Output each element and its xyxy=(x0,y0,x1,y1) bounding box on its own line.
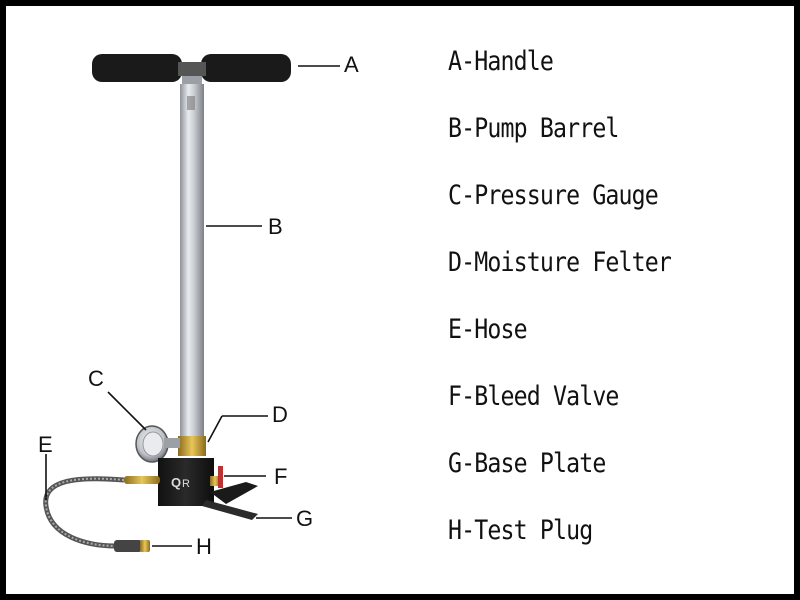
legend-item-test-plug: H-Test Plug xyxy=(448,515,593,546)
diagram-frame: Q R xyxy=(6,6,794,594)
legend-item-pump-barrel: B-Pump Barrel xyxy=(448,113,619,144)
pump-barrel xyxy=(178,84,206,456)
legend-item-bleed-valve: F-Bleed Valve xyxy=(448,381,619,412)
callout-d: D xyxy=(272,402,288,427)
parts-legend: A-Handle B-Pump Barrel C-Pressure Gauge … xyxy=(448,46,707,582)
callout-f: F xyxy=(274,464,287,489)
bleed-valve xyxy=(210,466,223,488)
leader-lines xyxy=(45,65,340,547)
callout-a: A xyxy=(344,52,359,77)
callout-e: E xyxy=(38,432,53,457)
legend-item-pressure-gauge: C-Pressure Gauge xyxy=(448,180,659,211)
callout-g: G xyxy=(296,506,313,531)
svg-text:Q: Q xyxy=(171,475,181,490)
pump-diagram: Q R xyxy=(38,52,359,559)
callout-c: C xyxy=(88,366,104,391)
test-plug xyxy=(114,540,150,552)
legend-item-moisture-felter: D-Moisture Felter xyxy=(448,247,672,278)
svg-text:R: R xyxy=(182,478,190,490)
base-block: Q R xyxy=(158,458,258,520)
handle xyxy=(92,54,291,84)
legend-item-handle: A-Handle xyxy=(448,46,554,77)
callout-h: H xyxy=(196,534,212,559)
pressure-gauge xyxy=(135,425,180,463)
legend-item-hose: E-Hose xyxy=(448,314,528,345)
hose xyxy=(43,476,160,549)
legend-item-base-plate: G-Base Plate xyxy=(448,448,606,479)
callout-b: B xyxy=(268,214,283,239)
